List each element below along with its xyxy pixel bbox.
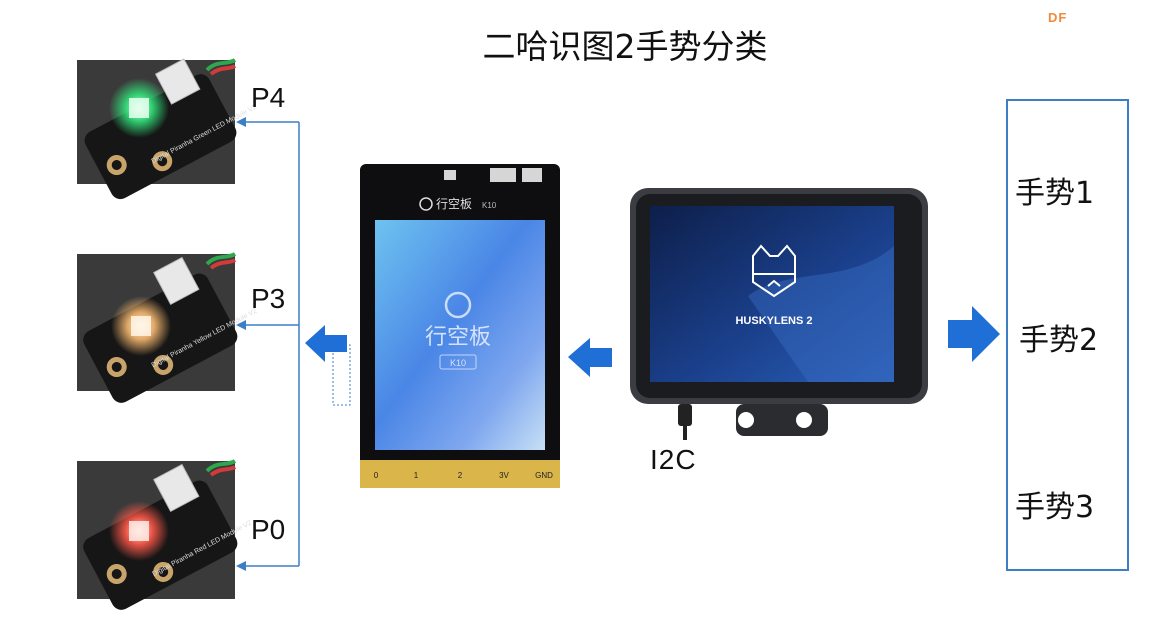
screen-model: K10 bbox=[450, 358, 466, 368]
camera-label: HUSKYLENS 2 bbox=[735, 315, 812, 327]
screen-brand: 行空板 bbox=[425, 324, 491, 349]
page-title: 二哈识图2手势分类 bbox=[482, 27, 768, 66]
board-logo-icon bbox=[419, 197, 433, 211]
board-top-brand: 行空板 bbox=[436, 197, 472, 211]
interface-label: I2C bbox=[650, 444, 697, 475]
k10-board: 行空板 K10 行空板 K10 0 1 2 3V GND bbox=[360, 164, 560, 488]
led-module-red: Digital Piranha Red LED Module V2 bbox=[77, 459, 253, 610]
arrow-camera-to-board bbox=[568, 338, 612, 377]
port-label-p4: P4 bbox=[251, 82, 286, 113]
led-module-yellow: Digital Piranha Yellow LED Module V2 bbox=[77, 252, 258, 403]
board-top-model: K10 bbox=[482, 201, 497, 210]
husky-logo-icon bbox=[752, 244, 796, 298]
pin-label: 1 bbox=[414, 471, 419, 480]
arrow-gestures-to-camera bbox=[948, 306, 1000, 362]
huskylens-camera: HUSKYLENS 2 bbox=[630, 188, 928, 440]
screen-logo-icon bbox=[444, 291, 472, 319]
output-bus bbox=[240, 121, 300, 567]
led-module-green: Digital Piranha Green LED Module V2 bbox=[77, 58, 258, 200]
gesture-item-3: 手势3 bbox=[1015, 490, 1095, 525]
pin-label: 0 bbox=[374, 471, 379, 480]
pin-label: 2 bbox=[458, 471, 463, 480]
pin-label: GND bbox=[535, 471, 553, 480]
port-arrowheads bbox=[236, 117, 246, 571]
board-screen bbox=[375, 220, 545, 450]
pin-label: 3V bbox=[499, 471, 509, 480]
gesture-item-2: 手势2 bbox=[1019, 323, 1099, 358]
arrow-board-to-bus bbox=[305, 325, 347, 362]
gesture-item-1: 手势1 bbox=[1015, 176, 1095, 211]
brand-logo: DF bbox=[1048, 10, 1068, 25]
selection-marker bbox=[332, 344, 351, 406]
port-label-p3: P3 bbox=[251, 283, 286, 314]
port-label-p0: P0 bbox=[251, 514, 286, 545]
gesture-list bbox=[1006, 99, 1129, 571]
